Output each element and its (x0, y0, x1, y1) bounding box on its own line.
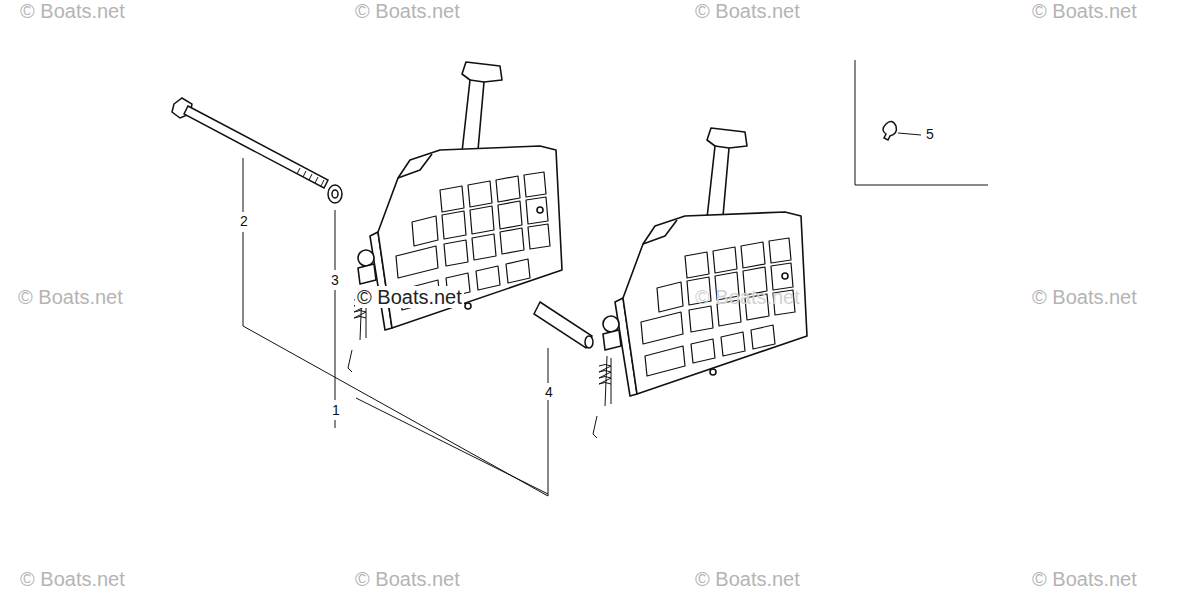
watermark: © Boats.net (355, 568, 460, 590)
watermark: © Boats.net (1032, 568, 1137, 590)
watermark: © Boats.net (355, 0, 460, 22)
watermark: © Boats.net (18, 286, 123, 308)
watermark: © Boats.net (695, 0, 800, 22)
watermark: © Boats.net (1032, 286, 1137, 308)
watermark: © Boats.net (695, 286, 800, 308)
watermark: © Boats.net (695, 568, 800, 590)
watermark: © Boats.net (355, 286, 464, 308)
callout-number: 2 (239, 214, 249, 229)
callout-number: 5 (925, 127, 935, 142)
watermark: © Boats.net (20, 0, 125, 22)
callout-number: 4 (544, 385, 554, 400)
watermark: © Boats.net (1032, 0, 1137, 22)
callout-number: 3 (330, 273, 340, 288)
callout-number: 1 (331, 403, 341, 418)
watermark: © Boats.net (20, 568, 125, 590)
